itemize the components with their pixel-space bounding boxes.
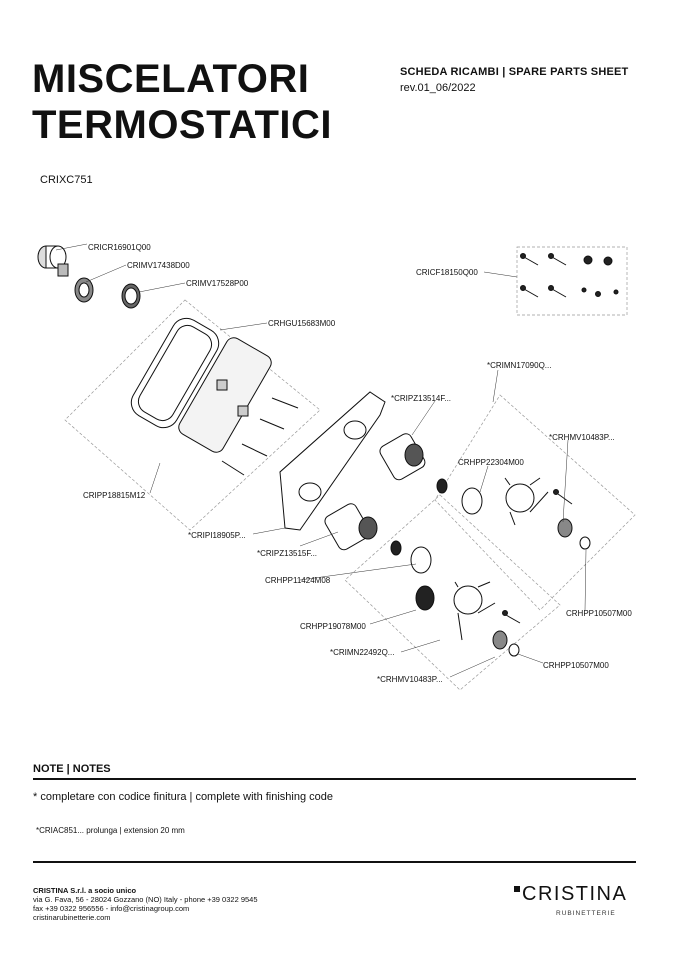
- lower-valve-assembly: [390, 540, 521, 657]
- company-website: cristinarubinetterie.com: [33, 913, 111, 922]
- label-crimn17090q: *CRIMN17090Q...: [487, 361, 551, 370]
- label-crimv17528p00: CRIMV17528P00: [186, 279, 249, 288]
- revision: rev.01_06/2022: [400, 82, 476, 94]
- label-crhgu15683m00: CRHGU15683M00: [268, 319, 336, 328]
- mounting-plate: [178, 337, 272, 453]
- label-cricr16901q00: CRICR16901Q00: [88, 243, 151, 252]
- product-code: CRIXC751: [40, 174, 93, 186]
- label-crimv17438d00: CRIMV17438D00: [127, 261, 190, 270]
- ring-part-2: [121, 283, 141, 309]
- upper-valve-assembly: [436, 477, 591, 550]
- notes-heading: NOTE | NOTES: [33, 763, 111, 775]
- exploded-parts-diagram: CRICR16901Q00 CRIMV17438D00 CRIMV17528P0…: [37, 243, 636, 691]
- label-cripz13515f: *CRIPZ13515F...: [257, 549, 317, 558]
- title-line-1: MISCELATORI: [32, 57, 310, 101]
- cover-plate: [279, 391, 386, 531]
- document-title: MISCELATORI TERMOSTATICI: [32, 56, 332, 148]
- label-crhmv10483p-upper: *CRHMV10483P...: [549, 433, 615, 442]
- label-crhpp10507m00-lower: CRHPP10507M00: [543, 661, 609, 670]
- notes-divider: [33, 778, 636, 780]
- label-cripi18905p: *CRIPI18905P...: [188, 531, 246, 540]
- label-crhmv10483p-lower: *CRHMV10483P...: [377, 675, 443, 684]
- sleeve-lower: [324, 503, 378, 551]
- label-crhpp11424m08: CRHPP11424M08: [265, 576, 331, 585]
- brand-logo: CRISTINA: [514, 883, 627, 906]
- brand-subtitle: RUBINETTERIE: [556, 910, 616, 917]
- group-outlines: [64, 246, 636, 691]
- label-crhpp19078m00: CRHPP19078M00: [300, 622, 366, 631]
- label-crimn22492q: *CRIMN22492Q...: [330, 648, 394, 657]
- company-contact: fax +39 0322 956556 - info@cristinagroup…: [33, 904, 190, 913]
- note-finishing-code: * completare con codice finitura | compl…: [33, 791, 334, 803]
- brand-name: CRISTINA: [522, 883, 628, 905]
- part-drawings: [37, 245, 619, 657]
- label-cripp18815m12: CRIPP18815M12: [83, 491, 146, 500]
- leader-lines: [55, 243, 587, 678]
- title-line-2: TERMOSTATICI: [32, 103, 333, 147]
- note-extension: *CRIAC851... prolunga | extension 20 mm: [36, 826, 185, 835]
- gasket-part: [130, 317, 220, 429]
- ring-part-1: [74, 277, 94, 303]
- screw-set: [520, 253, 619, 298]
- cartridge-part: [37, 245, 69, 277]
- label-cripz13514f: *CRIPZ13514F...: [391, 394, 451, 403]
- footer-divider: [33, 861, 636, 863]
- brand-square-icon: [514, 886, 520, 892]
- label-crhpp22304m00: CRHPP22304M00: [458, 458, 524, 467]
- company-address: via G. Fava, 56 - 28024 Gozzano (NO) Ita…: [33, 895, 258, 904]
- bolts: [221, 397, 299, 476]
- company-name: CRISTINA S.r.l. a socio unico: [33, 886, 137, 895]
- label-crhpp10507m00-upper: CRHPP10507M00: [566, 609, 632, 618]
- sheet-label: SCHEDA RICAMBI | SPARE PARTS SHEET: [400, 66, 629, 78]
- sleeve-upper: [379, 433, 426, 481]
- company-info: CRISTINA S.r.l. a socio unico via G. Fav…: [33, 886, 258, 922]
- label-cricf18150q00: CRICF18150Q00: [416, 268, 478, 277]
